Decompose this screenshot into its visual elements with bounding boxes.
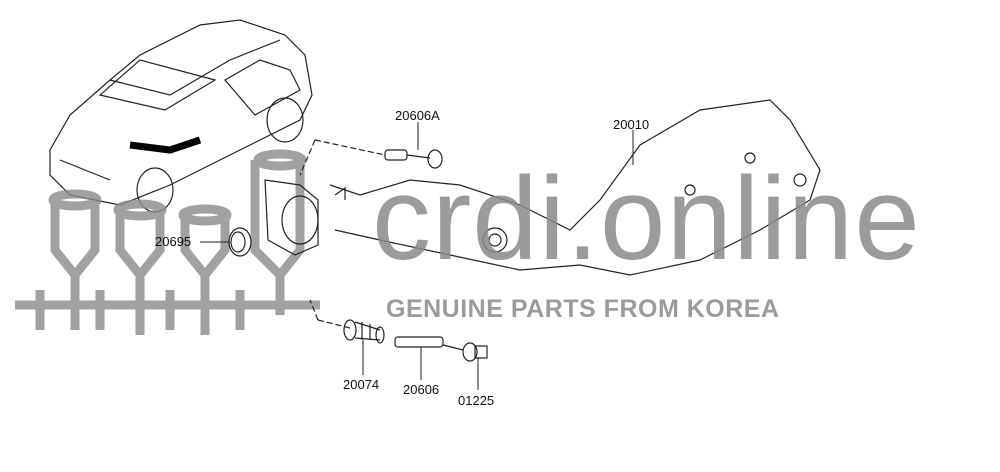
bolt-20606A: [384, 149, 443, 169]
catalytic-converter-20010: [264, 99, 821, 276]
callout-20606[interactable]: 20606: [403, 382, 440, 397]
spring-20074: [343, 319, 385, 344]
callout-01225[interactable]: 01225: [458, 393, 495, 408]
stud-20606: [394, 336, 464, 351]
callout-leaders: [200, 122, 634, 390]
nut-01225: [462, 342, 488, 362]
callout-20010[interactable]: 20010: [613, 117, 650, 132]
assembly-guide-line: [299, 139, 386, 329]
callout-20606A[interactable]: 20606A: [395, 108, 440, 123]
vehicle-illustration: [49, 19, 313, 213]
callout-20074[interactable]: 20074: [343, 377, 380, 392]
gasket-20695: [228, 227, 252, 257]
watermark-tagline: GENUINE PARTS FROM KOREA: [386, 295, 780, 323]
watermark-logo-icon: [15, 149, 320, 335]
watermark-brand: crdi.online: [372, 153, 921, 285]
callout-20695[interactable]: 20695: [155, 234, 192, 249]
